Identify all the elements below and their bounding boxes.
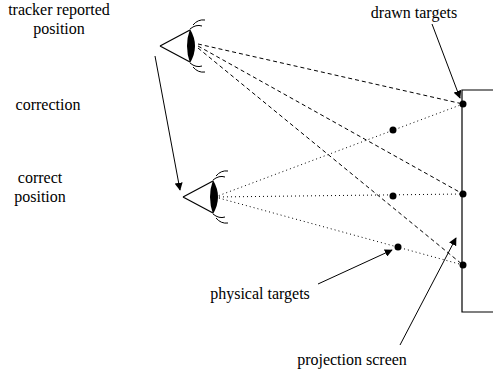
annotation-label: tracker reported position [3, 0, 115, 38]
leader-arrows [155, 24, 460, 345]
drawn-targets [460, 101, 467, 269]
annotation-label: correct position [5, 168, 75, 206]
annotation-label: projection screen [277, 350, 427, 369]
dashed-sight-lines [198, 44, 463, 265]
physical-targets [390, 127, 402, 251]
dotted-sight-lines [215, 104, 463, 265]
annotation-label: drawn targets [354, 3, 474, 22]
projection-screen [462, 90, 493, 312]
correct-eye [183, 171, 228, 223]
annotation-label: physical targets [190, 284, 330, 303]
annotation-label: correction [3, 95, 93, 114]
